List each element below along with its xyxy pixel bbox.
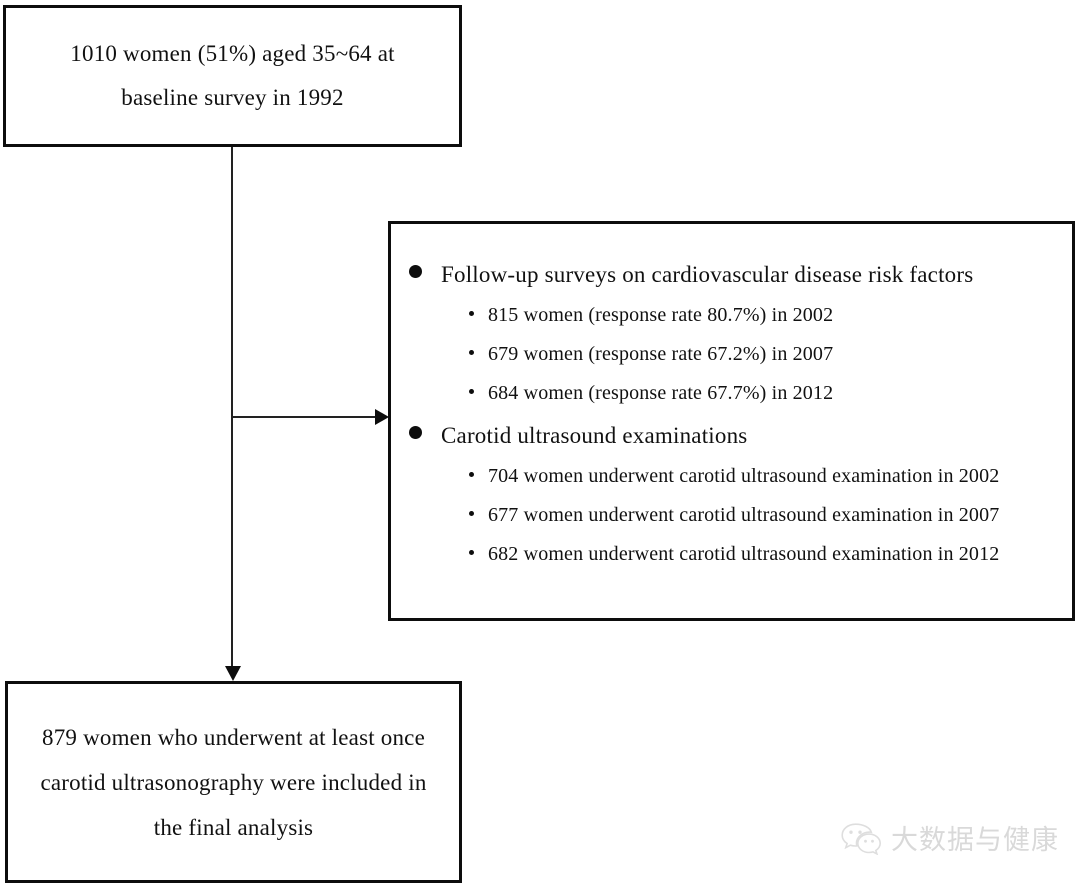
- baseline-box: 1010 women (51%) aged 35~64 at baseline …: [3, 5, 462, 147]
- bullet-heading-label: Follow-up surveys on cardiovascular dise…: [441, 262, 974, 287]
- list-item: 704 women underwent carotid ultrasound e…: [407, 457, 1062, 496]
- baseline-line-2: baseline survey in 1992: [121, 85, 344, 110]
- list-item: 815 women (response rate 80.7%) in 2002: [407, 296, 1062, 335]
- baseline-line-1: 1010 women (51%) aged 35~64 at: [70, 41, 395, 66]
- wechat-icon: [841, 822, 882, 855]
- baseline-to-final-connector: [231, 147, 233, 671]
- dot-bullet-icon: [469, 511, 474, 516]
- final-analysis-box: 879 women who underwent at least once ca…: [5, 681, 462, 883]
- list-item-label: 677 women underwent carotid ultrasound e…: [488, 504, 1000, 526]
- dot-bullet-icon: [469, 350, 474, 355]
- list-item-label: 815 women (response rate 80.7%) in 2002: [488, 304, 834, 326]
- followup-box: Follow-up surveys on cardiovascular dise…: [388, 221, 1075, 621]
- disc-bullet-icon: [409, 265, 422, 278]
- dot-bullet-icon: [469, 550, 474, 555]
- sub-list: 704 women underwent carotid ultrasound e…: [407, 457, 1062, 574]
- list-item-label: 679 women (response rate 67.2%) in 2007: [488, 343, 834, 365]
- arrow-right-icon: [375, 409, 389, 425]
- list-item: 682 women underwent carotid ultrasound e…: [407, 535, 1062, 574]
- list-item-label: 704 women underwent carotid ultrasound e…: [488, 465, 1000, 487]
- bullet-heading-label: Carotid ultrasound examinations: [441, 423, 748, 448]
- arrow-down-icon: [225, 666, 241, 681]
- watermark-label: 大数据与健康: [891, 825, 1059, 856]
- watermark: 大数据与健康: [840, 818, 1059, 857]
- list-item: 677 women underwent carotid ultrasound e…: [407, 496, 1062, 535]
- final-line-1: 879 women who underwent at least once: [42, 724, 425, 750]
- final-line-2: carotid ultrasonography were included in: [40, 769, 427, 795]
- list-item-label: 682 women underwent carotid ultrasound e…: [488, 543, 1000, 565]
- disc-bullet-icon: [409, 426, 422, 439]
- dot-bullet-icon: [469, 311, 474, 316]
- final-line-3: the final analysis: [153, 814, 314, 840]
- bullet-group-carotid-ultrasound: Carotid ultrasound examinations 704 wome…: [407, 421, 1062, 574]
- sub-list: 815 women (response rate 80.7%) in 2002 …: [407, 296, 1062, 413]
- bullet-group-followup-surveys: Follow-up surveys on cardiovascular dise…: [407, 260, 1062, 413]
- dot-bullet-icon: [469, 389, 474, 394]
- dot-bullet-icon: [469, 472, 474, 477]
- list-item-label: 684 women (response rate 67.7%) in 2012: [488, 382, 834, 404]
- baseline-to-followup-connector: [232, 416, 382, 418]
- list-item: 684 women (response rate 67.7%) in 2012: [407, 374, 1062, 413]
- bullet-heading: Carotid ultrasound examinations: [407, 421, 1062, 451]
- bullet-heading: Follow-up surveys on cardiovascular dise…: [407, 260, 1062, 290]
- list-item: 679 women (response rate 67.2%) in 2007: [407, 335, 1062, 374]
